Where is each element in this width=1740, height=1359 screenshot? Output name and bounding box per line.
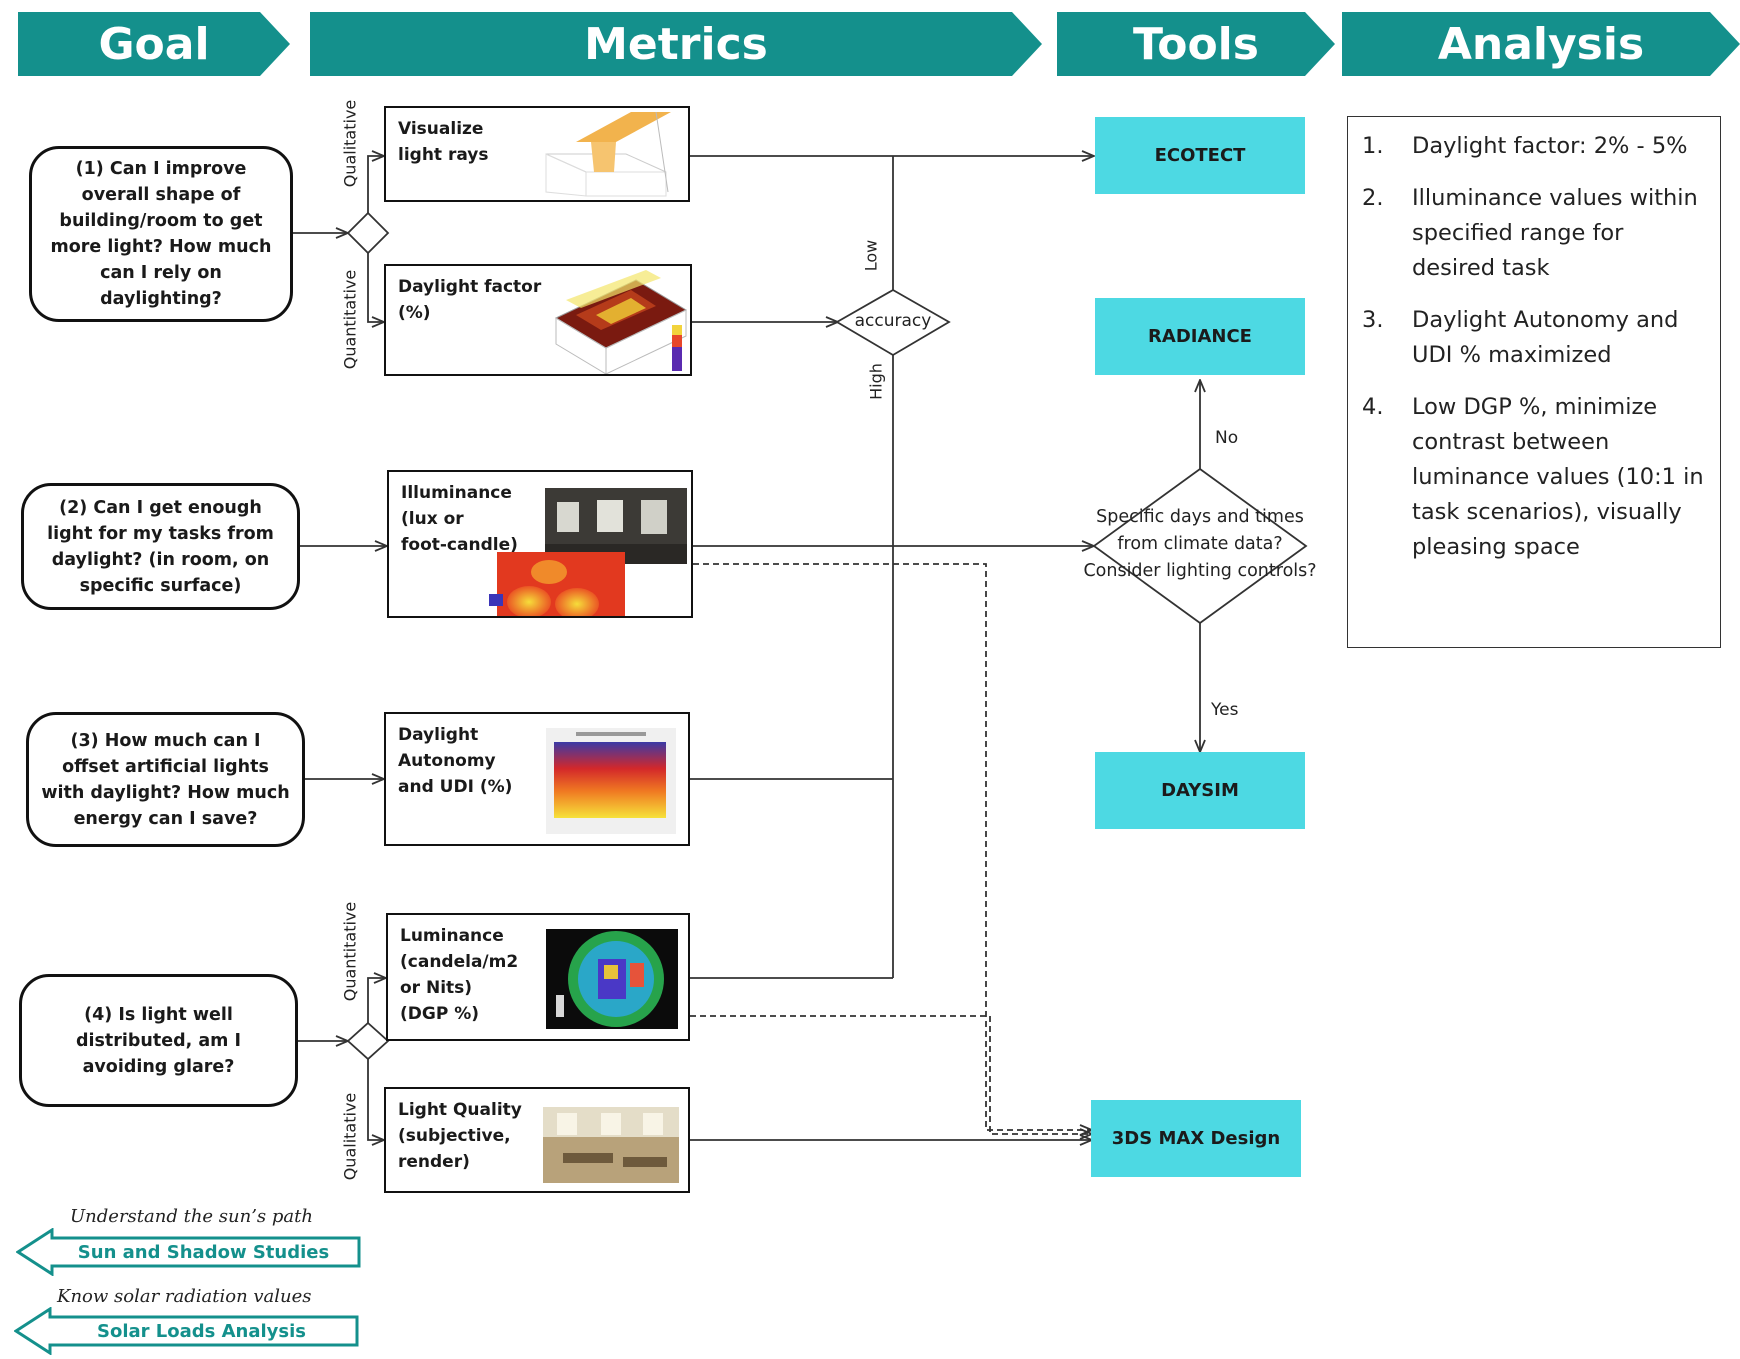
goal-3: (3) How much can I offset artificial lig… xyxy=(26,712,305,847)
tool-daysim-label: DAYSIM xyxy=(1161,780,1239,801)
analysis-item-text: Daylight Autonomy and UDI % maximized xyxy=(1412,307,1679,368)
label-qualitative-4: Qualitative xyxy=(340,1092,360,1181)
sun-shadow-studies-arrow: Sun and Shadow Studies xyxy=(16,1228,361,1276)
goal-2: (2) Can I get enough light for my tasks … xyxy=(21,483,300,610)
goal-4-text: (4) Is light well distributed, am I avoi… xyxy=(75,1004,242,1077)
analysis-item: 1. Daylight factor: 2% - 5% xyxy=(1362,129,1710,164)
illuminance-heatmap-thumbnail xyxy=(489,552,625,616)
analysis-item-number: 3. xyxy=(1362,307,1384,333)
metric-label: Daylight Autonomy and UDI (%) xyxy=(398,725,513,797)
tool-ecotect: ECOTECT xyxy=(1095,117,1305,194)
analysis-item-text: Low DGP %, minimize contrast between lum… xyxy=(1412,394,1704,560)
analysis-item-text: Illuminance values within specified rang… xyxy=(1412,185,1698,281)
analysis-list: 1. Daylight factor: 2% - 5% 2. Illuminance… xyxy=(1362,129,1710,565)
sun-path-caption: Understand the sun’s path xyxy=(70,1206,313,1227)
daylight-factor-thumbnail xyxy=(554,270,688,374)
light-rays-thumbnail xyxy=(545,112,671,197)
header-tools: Tools xyxy=(1057,12,1335,76)
metric-daylight-autonomy: Daylight Autonomy and UDI (%) xyxy=(384,712,690,846)
metric-illuminance: Illuminance (lux or foot-candle) xyxy=(387,470,693,618)
analysis-item: 3. Daylight Autonomy and UDI % maximized xyxy=(1362,303,1710,373)
light-quality-render-thumbnail xyxy=(543,1107,679,1183)
goal-1-text: (1) Can I improve overall shape of build… xyxy=(50,159,272,309)
solar-radiation-caption: Know solar radiation values xyxy=(57,1286,312,1307)
edge-dashed-luminance xyxy=(690,1015,1092,1134)
edge-dashed-illuminance xyxy=(693,563,1092,1130)
sun-shadow-studies-label: Sun and Shadow Studies xyxy=(77,1241,330,1263)
metric-label: Visualize light rays xyxy=(398,119,489,165)
metric-label: Light Quality (subjective, render) xyxy=(398,1100,522,1172)
metric-daylight-factor: Daylight factor (%) xyxy=(384,264,692,376)
goal-1: (1) Can I improve overall shape of build… xyxy=(29,146,293,322)
label-no: No xyxy=(1215,428,1239,448)
analysis-item: 2. Illuminance values within specified ra… xyxy=(1362,181,1710,286)
header-goal: Goal xyxy=(18,12,290,76)
back-arrow-shape xyxy=(16,1228,361,1276)
solar-loads-analysis-label: Solar Loads Analysis xyxy=(96,1320,307,1342)
label-low: Low xyxy=(861,239,881,272)
tool-ecotect-label: ECOTECT xyxy=(1154,145,1246,166)
goal-4: (4) Is light well distributed, am I avoi… xyxy=(19,974,298,1107)
branch-diamond-4 xyxy=(346,1021,390,1061)
tool-radiance-label: RADIANCE xyxy=(1148,326,1252,347)
header-metrics: Metrics xyxy=(310,12,1042,76)
metric-light-quality: Light Quality (subjective, render) xyxy=(384,1087,690,1193)
accuracy-decision-text: accuracy xyxy=(854,311,932,331)
header-metrics-label: Metrics xyxy=(584,18,768,70)
analysis-item-number: 2. xyxy=(1362,185,1384,211)
label-qualitative-1: Qualitative xyxy=(340,99,360,188)
back-arrow-shape xyxy=(14,1307,359,1355)
metric-label: Illuminance (lux or foot-candle) xyxy=(401,483,518,555)
label-yes: Yes xyxy=(1211,700,1239,720)
label-quantitative-1: Quantitative xyxy=(340,269,360,370)
climate-decision-text: Specific days and times from climate dat… xyxy=(1083,507,1317,581)
analysis-panel: 1. Daylight factor: 2% - 5% 2. Illuminance… xyxy=(1347,116,1721,648)
goal-3-text: (3) How much can I offset artificial lig… xyxy=(41,730,290,829)
daylight-autonomy-thumbnail xyxy=(546,728,676,834)
edge-qual-1 xyxy=(367,156,384,213)
metric-luminance: Luminance (candela/m2 or Nits) (DGP %) xyxy=(386,913,690,1041)
solar-loads-analysis-arrow: Solar Loads Analysis xyxy=(14,1307,359,1355)
edge-qual-4 xyxy=(367,1059,384,1140)
header-goal-label: Goal xyxy=(98,18,210,70)
header-tools-label: Tools xyxy=(1133,18,1259,70)
luminance-fisheye-thumbnail xyxy=(546,929,678,1029)
tool-3ds-max-label: 3DS MAX Design xyxy=(1111,1128,1281,1149)
branch-diamond-1 xyxy=(346,211,390,255)
tool-3ds-max: 3DS MAX Design xyxy=(1091,1100,1301,1177)
analysis-item-number: 1. xyxy=(1362,133,1384,159)
metric-label: Daylight factor (%) xyxy=(398,277,542,323)
metric-visualize-light-rays: Visualize light rays xyxy=(384,106,690,202)
goal-2-text: (2) Can I get enough light for my tasks … xyxy=(47,497,274,596)
analysis-item-number: 4. xyxy=(1362,394,1384,420)
edge-quant-1 xyxy=(367,253,384,322)
tool-daysim: DAYSIM xyxy=(1095,752,1305,829)
tool-radiance: RADIANCE xyxy=(1095,298,1305,375)
header-analysis: Analysis xyxy=(1342,12,1740,76)
header-analysis-label: Analysis xyxy=(1437,18,1645,70)
analysis-item-text: Daylight factor: 2% - 5% xyxy=(1412,133,1688,159)
edge-quant-4 xyxy=(367,978,386,1023)
label-high: High xyxy=(866,363,886,400)
label-quantitative-4: Quantitative xyxy=(340,901,360,1002)
metric-label: Luminance (candela/m2 or Nits) (DGP %) xyxy=(400,926,519,1024)
analysis-item: 4. Low DGP %, minimize contrast between l… xyxy=(1362,390,1710,565)
